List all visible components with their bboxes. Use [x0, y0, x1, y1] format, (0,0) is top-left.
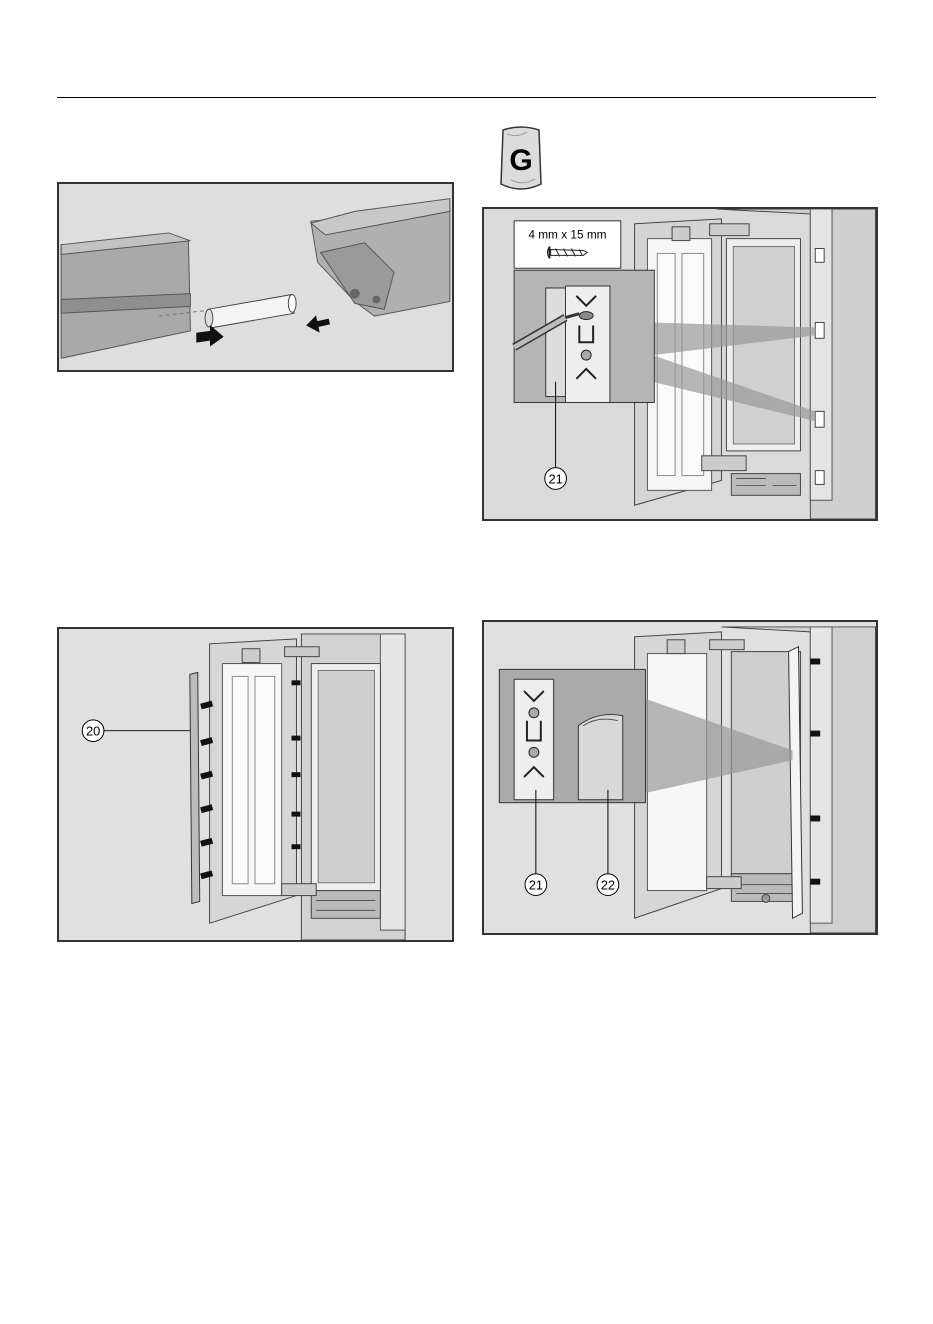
handle-detail-inset [499, 669, 645, 802]
callout-20-label: 20 [86, 724, 100, 739]
callout-21-bottom-label: 21 [529, 878, 543, 893]
callout-22-label: 22 [601, 878, 615, 893]
figure-handle-clip: 21 22 [482, 620, 878, 935]
figure-door-strip: 20 [57, 627, 454, 942]
screw-size-text: 4 mm x 15 mm [528, 228, 606, 242]
trim-connector-illustration [59, 184, 452, 370]
callout-21-label: 21 [548, 471, 562, 486]
screw-size-label: 4 mm x 15 mm [514, 221, 621, 268]
handle-clip-illustration: 21 22 [484, 622, 876, 933]
bag-letter: G [509, 144, 532, 177]
door-strip-illustration: 20 [59, 629, 452, 940]
bracket-fixing-illustration: 4 mm x 15 mm 21 [484, 209, 876, 519]
figure-trim-connector [57, 182, 454, 372]
bracket-detail-inset [514, 270, 654, 402]
header-rule [57, 97, 876, 98]
trim-strip [190, 672, 200, 903]
parts-bag-icon: G [497, 124, 545, 194]
figure-bracket-fixing: 4 mm x 15 mm 21 [482, 207, 878, 521]
